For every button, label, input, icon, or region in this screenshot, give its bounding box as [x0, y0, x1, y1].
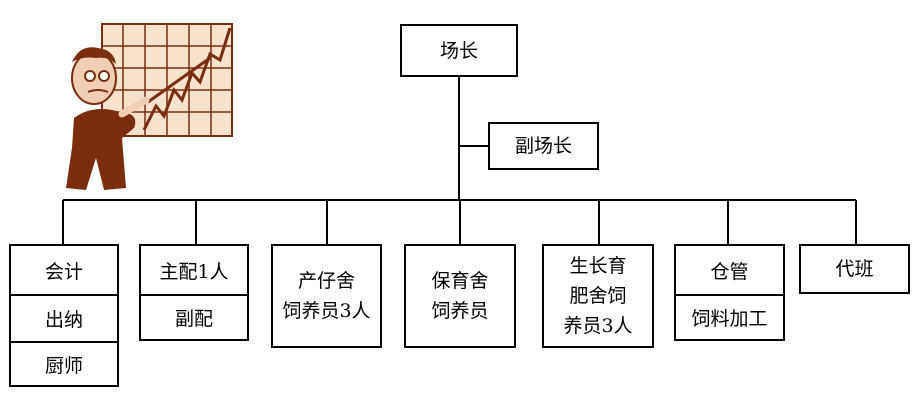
unit-warehouse-stack: 仓管 饲料加工 — [674, 244, 785, 341]
director-label: 场长 — [439, 39, 478, 62]
unit-nursery-box: 保育舍 饲养员 — [404, 244, 516, 348]
unit-line: 饲养员3人 — [282, 300, 371, 322]
unit-cell: 出纳 — [11, 294, 117, 341]
unit-feeding-stack: 主配1人 副配 — [139, 244, 249, 341]
director-box: 场长 — [400, 24, 518, 77]
unit-cell: 饲料加工 — [676, 294, 783, 339]
unit-cell: 厨师 — [11, 341, 117, 385]
unit-grower-box: 生长育 肥舍饲 养员3人 — [542, 244, 654, 348]
deputy-director-label: 副场长 — [514, 135, 572, 157]
unit-cell: 会计 — [44, 260, 83, 283]
unit-line: 饲养员 — [431, 300, 489, 322]
unit-cell: 仓管 — [710, 260, 749, 283]
presenter-chart-illustration — [66, 23, 233, 190]
unit-line: 产仔舍 — [297, 270, 355, 292]
unit-cell: 主配1人 — [159, 260, 229, 283]
unit-farrowing-box: 产仔舍 饲养员3人 — [271, 244, 382, 348]
unit-line: 保育舍 — [431, 270, 489, 292]
unit-line: 生长育 — [569, 255, 627, 277]
unit-cell: 副配 — [141, 294, 247, 339]
deputy-director-box: 副场长 — [488, 122, 599, 170]
unit-line: 养员3人 — [563, 315, 633, 337]
unit-finance-stack: 会计 出纳 厨师 — [9, 244, 119, 387]
unit-line: 代班 — [835, 258, 874, 280]
unit-line: 肥舍饲 — [569, 285, 627, 307]
unit-relief-box: 代班 — [799, 244, 910, 294]
